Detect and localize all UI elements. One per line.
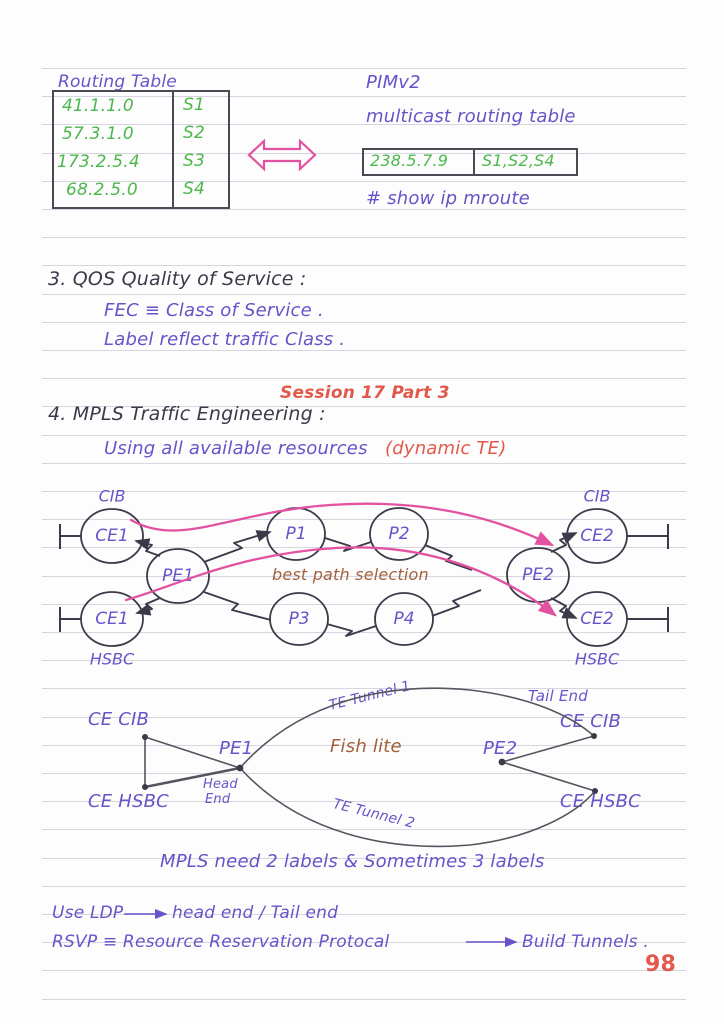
page-number: 98	[645, 952, 677, 977]
rule-line	[42, 604, 686, 605]
double-headed-arrow-icon	[247, 138, 317, 172]
note-rsvp-right: Build Tunnels .	[522, 932, 649, 952]
routing-row-interface: S4	[183, 179, 206, 199]
rule-line	[42, 519, 686, 520]
routing-row-prefix: 68.2.5.0	[66, 180, 138, 200]
pim-version-label: PIMv2	[366, 72, 421, 93]
routing-row-interface: S2	[183, 123, 206, 143]
fish-tail-end-label: Tail End	[528, 687, 588, 705]
fish-right-top-label: CE CIB	[560, 711, 622, 732]
fish-pe2-label: PE2	[483, 738, 518, 759]
multicast-table-column-divider	[473, 148, 475, 176]
fish-head-end-line1: Head	[203, 777, 238, 792]
best-path-curves	[124, 502, 557, 617]
fish-left-top-label: CE CIB	[88, 709, 150, 730]
rule-line	[42, 632, 686, 633]
rule-line	[42, 886, 686, 887]
multicast-interfaces: S1,S2,S4	[482, 151, 555, 170]
topology-node-ce1-top: CE1	[95, 526, 129, 546]
te-dynamic-note: (dynamic TE)	[385, 438, 507, 459]
rule-line	[42, 858, 686, 859]
routing-table-title: Routing Table	[58, 72, 177, 92]
routing-table-box	[52, 90, 230, 209]
rule-line	[42, 547, 686, 548]
topology-node-p1: P1	[285, 524, 307, 544]
best-path-caption: best path selection	[272, 565, 429, 584]
routing-row-prefix: 173.2.5.4	[57, 152, 140, 172]
fish-right-bottom-label: CE HSBC	[560, 791, 641, 812]
rule-line	[42, 773, 686, 774]
topology-node-p3: P3	[288, 609, 310, 629]
topology-node-ce1-bottom: CE1	[95, 609, 129, 629]
routing-row-prefix: 57.3.1.0	[62, 124, 134, 144]
multicast-group-address: 238.5.7.9	[370, 151, 449, 170]
qos-line-fec: FEC ≡ Class of Service .	[104, 300, 324, 321]
rule-line	[42, 181, 686, 182]
fish-edges	[144, 687, 596, 848]
rule-line	[42, 942, 686, 943]
te-heading: 4. MPLS Traffic Engineering :	[48, 403, 326, 425]
qos-heading: 3. QOS Quality of Service :	[48, 268, 307, 290]
note-mpls-labels: MPLS need 2 labels & Sometimes 3 labels	[160, 851, 545, 872]
rule-line	[42, 68, 686, 69]
fish-head-end-line2: End	[205, 792, 231, 807]
note-rsvp-left: RSVP ≡ Resource Reservation Protocal	[52, 932, 390, 952]
topology-tag-hsbc-left: HSBC	[89, 649, 135, 669]
note-ldp-left: Use LDP	[52, 903, 124, 923]
rule-line	[42, 970, 686, 971]
multicast-table-subtitle: multicast routing table	[366, 106, 576, 127]
topology-tag-cib-right: CIB	[583, 486, 611, 506]
rule-line	[42, 463, 686, 464]
rule-line	[42, 829, 686, 830]
rule-line	[42, 435, 686, 436]
rule-line	[42, 124, 686, 125]
fish-pe1-label: PE1	[219, 738, 254, 759]
fish-left-bottom-label: CE HSBC	[88, 791, 169, 812]
rule-line	[42, 406, 686, 407]
routing-row-prefix: 41.1.1.0	[62, 96, 134, 116]
rule-line	[42, 491, 686, 492]
rule-line	[42, 237, 686, 238]
topology-node-ce2-bottom: CE2	[580, 609, 614, 629]
topology-node-p4: P4	[393, 609, 415, 629]
routing-row-interface: S3	[183, 151, 206, 171]
rule-line	[42, 660, 686, 661]
routing-row-interface: S1	[183, 95, 206, 115]
topology-node-pe2: PE2	[522, 565, 554, 585]
rule-line	[42, 350, 686, 351]
rule-line	[42, 153, 686, 154]
rule-line	[42, 96, 686, 97]
qos-line-label: Label reflect traffic Class .	[104, 329, 346, 350]
topology-node-pe1: PE1	[162, 566, 194, 586]
note-ldp-right: head end / Tail end	[172, 903, 339, 923]
rule-line	[42, 209, 686, 210]
topology-node-ce2-top: CE2	[580, 526, 614, 546]
rule-line	[42, 378, 686, 379]
fish-tunnel1-label: TE Tunnel 1	[327, 678, 413, 714]
rule-line	[42, 999, 686, 1000]
topology-node-p2: P2	[388, 524, 410, 544]
session-title: Session 17 Part 3	[280, 383, 450, 403]
rule-line	[42, 914, 686, 915]
topology-tag-cib-left: CIB	[98, 486, 126, 506]
mroute-command: # show ip mroute	[366, 188, 530, 209]
multicast-table-box	[362, 148, 578, 176]
rule-line	[42, 294, 686, 295]
rule-line	[42, 322, 686, 323]
routing-table-column-divider	[172, 90, 174, 209]
te-resources-line: Using all available resources	[104, 438, 368, 459]
topology-tag-hsbc-right: HSBC	[574, 649, 620, 669]
fish-title: Fish lite	[330, 736, 402, 757]
rule-line	[42, 265, 686, 266]
